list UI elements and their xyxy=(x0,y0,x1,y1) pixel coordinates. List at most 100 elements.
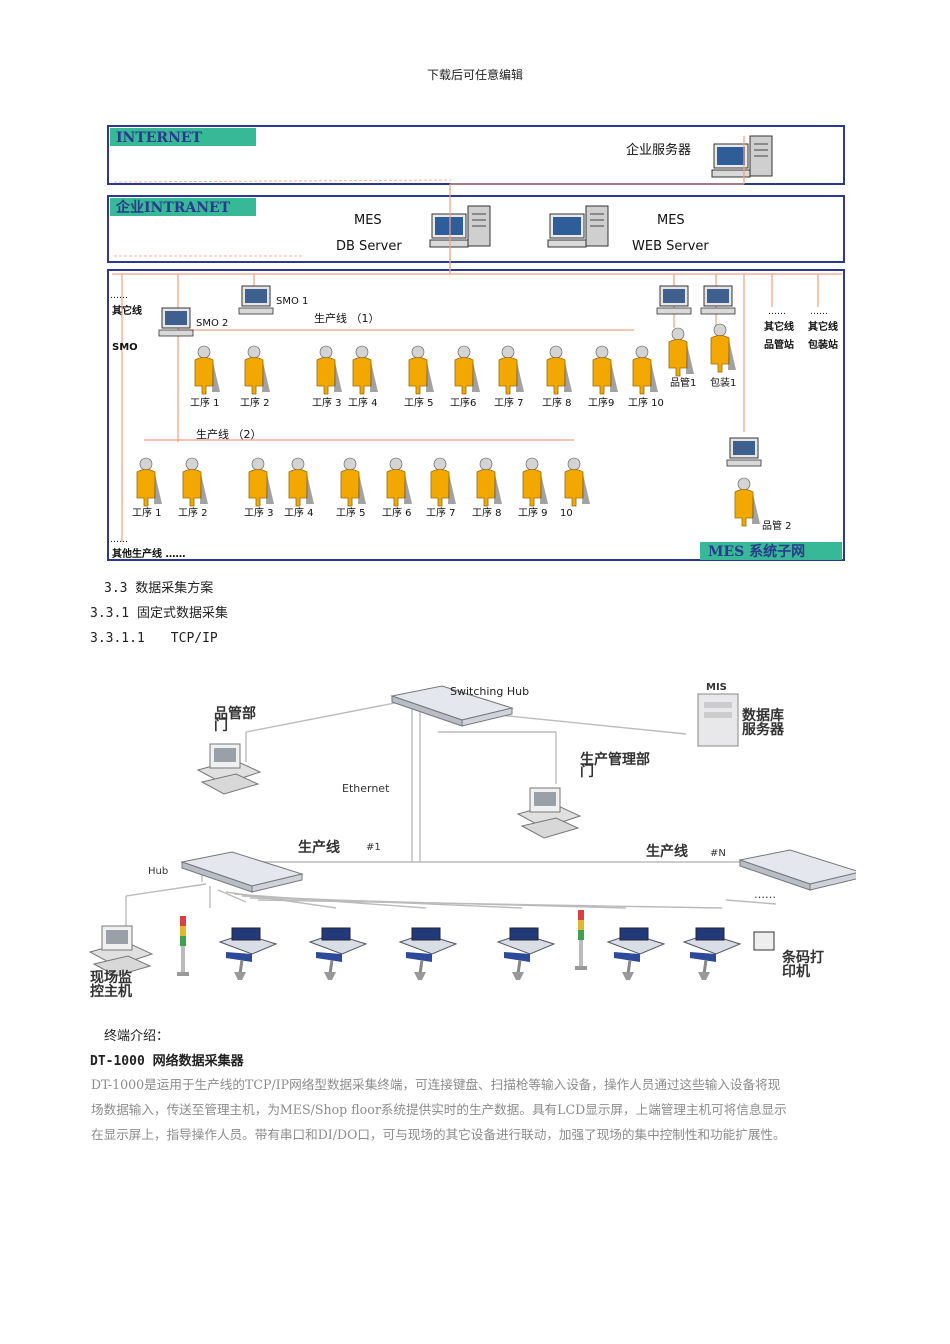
line2-step-label-8: 工序 8 xyxy=(472,506,502,519)
dots-n: …… xyxy=(754,888,776,901)
mes-network-diagram: INTERNET 企业INTRANET 企业服务器 MES DB Server … xyxy=(107,125,845,561)
lineN-label: 生产线 xyxy=(646,843,688,860)
line1-worker-icon-10 xyxy=(632,345,659,395)
lineN-number: #N xyxy=(710,848,726,859)
terminal-desc-line-2: 场数据输入，传送至管理主机，为MES/Shop floor系统提供实时的生产数据… xyxy=(91,1102,787,1117)
qc-dept-pc-icon xyxy=(197,743,261,795)
other-line-r1: 其它线 xyxy=(764,320,794,333)
dt1000-terminal-icon-6 xyxy=(682,926,742,982)
line1-worker-icon-4 xyxy=(352,345,379,395)
prod-dept-label-2: 门 xyxy=(580,763,594,780)
pack-station-pc-icon xyxy=(700,285,736,315)
internet-label: INTERNET xyxy=(116,130,203,146)
dots-left: …… xyxy=(110,291,128,301)
terminal-desc-line-3: 在显示屏上，指导操作人员。带有串口和DI/DO口，可与现场的其它设备进行联动，加… xyxy=(91,1127,786,1142)
barcode-printer-label-2: 印机 xyxy=(782,963,810,980)
qc-dept-label-2: 门 xyxy=(214,717,228,734)
line1-step-label-7: 工序 7 xyxy=(494,396,524,409)
mes-web-label-1: MES xyxy=(657,213,685,228)
line2-label: 生产线 （2） xyxy=(196,427,262,441)
line2-step-label-2: 工序 2 xyxy=(178,506,208,519)
monitor-host-label-2: 控主机 xyxy=(90,983,132,1000)
line1-worker-icon-3 xyxy=(316,345,343,395)
line2-worker-icon-5 xyxy=(340,457,367,507)
mes-web-server-icon xyxy=(547,205,609,248)
line2-worker-icon-2 xyxy=(182,457,209,507)
terminal-intro: 终端介绍： xyxy=(104,1029,170,1044)
qc-station-label: 品管站 xyxy=(764,338,794,351)
line2-worker-icon-10 xyxy=(564,457,591,507)
section-3-3: 3.3 数据采集方案 xyxy=(104,581,214,596)
line1-label: 生产线 xyxy=(298,839,340,856)
hub-n-icon xyxy=(739,849,856,891)
hub-label: Hub xyxy=(148,866,168,877)
intranet-label: 企业INTRANET xyxy=(115,199,231,216)
line2-step-label-4: 工序 4 xyxy=(284,506,314,519)
line1-worker-icon-5 xyxy=(408,345,435,395)
line2-worker-icon-4 xyxy=(288,457,315,507)
line1-step-label-9: 工序9 xyxy=(588,396,614,409)
qc1-label: 品管1 xyxy=(670,376,696,389)
other-lines-bottom: 其他生产线 …… xyxy=(112,547,185,560)
smo2-pc-icon xyxy=(158,307,194,337)
line1-step-label-4: 工序 4 xyxy=(348,396,378,409)
line2-worker-icon-1 xyxy=(136,457,163,507)
line1-step-label-2: 工序 2 xyxy=(240,396,270,409)
enterprise-server-icon xyxy=(711,135,773,178)
barcode-printer-icon xyxy=(753,931,775,951)
prod-dept-label-1: 生产管理部 xyxy=(580,751,650,768)
line2-step-label-5: 工序 5 xyxy=(336,506,366,519)
line2-step-label-7: 工序 7 xyxy=(426,506,456,519)
terminal-model: DT-1000 网络数据采集器 xyxy=(90,1054,244,1069)
switching-hub-label: Switching Hub xyxy=(450,685,529,698)
line1-worker-icon-2 xyxy=(244,345,271,395)
terminal-desc-line-1: DT-1000是运用于生产线的TCP/IP网络型数据采集终端，可连接键盘、扫描枪… xyxy=(91,1077,781,1092)
line1-step-label-10: 工序 10 xyxy=(628,396,664,409)
dt1000-terminal-icon-2 xyxy=(308,926,368,982)
subnet-label: MES 系统子网 xyxy=(708,543,805,560)
line2-worker-icon-9 xyxy=(522,457,549,507)
page-header: 下载后可任意编辑 xyxy=(426,68,523,82)
terminal-description: DT-1000是运用于生产线的TCP/IP网络型数据采集终端，可连接键盘、扫描枪… xyxy=(91,1072,877,1147)
mis-label: MIS xyxy=(706,682,727,693)
other-line-r2: 其它线 xyxy=(808,320,838,333)
line1-step-label-6: 工序6 xyxy=(450,396,476,409)
smo2-label: SMO 2 xyxy=(196,318,228,329)
dots-right-2: …… xyxy=(810,307,828,317)
line2-worker-icon-6 xyxy=(386,457,413,507)
line1-label: 生产线 （1） xyxy=(314,311,380,325)
enterprise-server-label: 企业服务器 xyxy=(626,142,691,158)
qc-dept-label-1: 品管部 xyxy=(214,705,256,722)
section-3-3-1-1: 3.3.1.1 TCP/IP xyxy=(90,631,218,646)
signal-tower-icon-1 xyxy=(177,916,189,976)
line2-worker-icon-3 xyxy=(248,457,275,507)
signal-tower-icon-2 xyxy=(575,910,587,970)
line2-step-label-9: 工序 9 xyxy=(518,506,548,519)
line1-number: #1 xyxy=(366,842,381,853)
prod-dept-pc-icon xyxy=(517,787,581,839)
mes-db-server-icon xyxy=(429,205,491,248)
line2-worker-icon-8 xyxy=(476,457,503,507)
dt1000-terminal-icon-1 xyxy=(218,926,278,982)
line2-worker-icon-7 xyxy=(430,457,457,507)
line1-worker-icon-1 xyxy=(194,345,221,395)
dots-bottom: …… xyxy=(110,535,128,545)
line1-worker-icon-7 xyxy=(498,345,525,395)
mes-db-label-1: MES xyxy=(354,213,382,228)
line1-step-label-5: 工序 5 xyxy=(404,396,434,409)
line1-worker-icon-9 xyxy=(592,345,619,395)
line1-step-label-8: 工序 8 xyxy=(542,396,572,409)
smo1-pc-icon xyxy=(238,285,274,315)
qc-station-pc-icon xyxy=(656,285,692,315)
pack1-person-icon xyxy=(710,323,737,373)
line1-worker-icon-8 xyxy=(546,345,573,395)
monitor-host-label-1: 现场监 xyxy=(90,969,132,986)
db-server-label-2: 服务器 xyxy=(742,721,785,738)
barcode-printer-label-1: 条码打 xyxy=(781,949,824,966)
tcpip-topology-diagram: Switching Hub MIS 数据库 服务器 品管部 门 生产管理部 门 … xyxy=(89,682,856,1000)
mis-server-icon xyxy=(697,693,739,747)
dt1000-terminal-icon-4 xyxy=(496,926,556,982)
dt1000-terminal-icon-5 xyxy=(606,926,666,982)
hub-icon xyxy=(181,851,303,893)
